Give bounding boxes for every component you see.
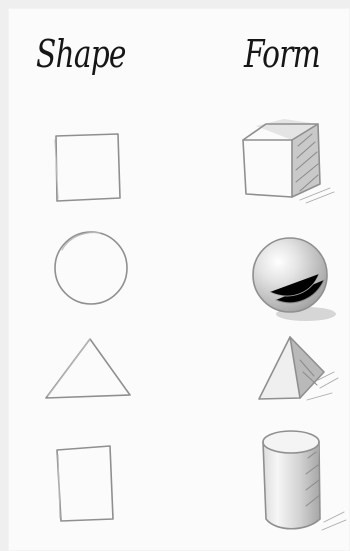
- cylinder-shaded-icon: [263, 431, 346, 530]
- rectangle-outline-icon: [57, 446, 113, 521]
- cube-shaded-icon: [243, 119, 334, 203]
- triangle-outline-icon: [46, 339, 130, 398]
- pyramid-shaded-icon: [259, 337, 338, 400]
- sphere-shaded-icon: [253, 238, 336, 321]
- circle-outline-icon: [55, 232, 127, 304]
- square-outline-icon: [55, 134, 120, 201]
